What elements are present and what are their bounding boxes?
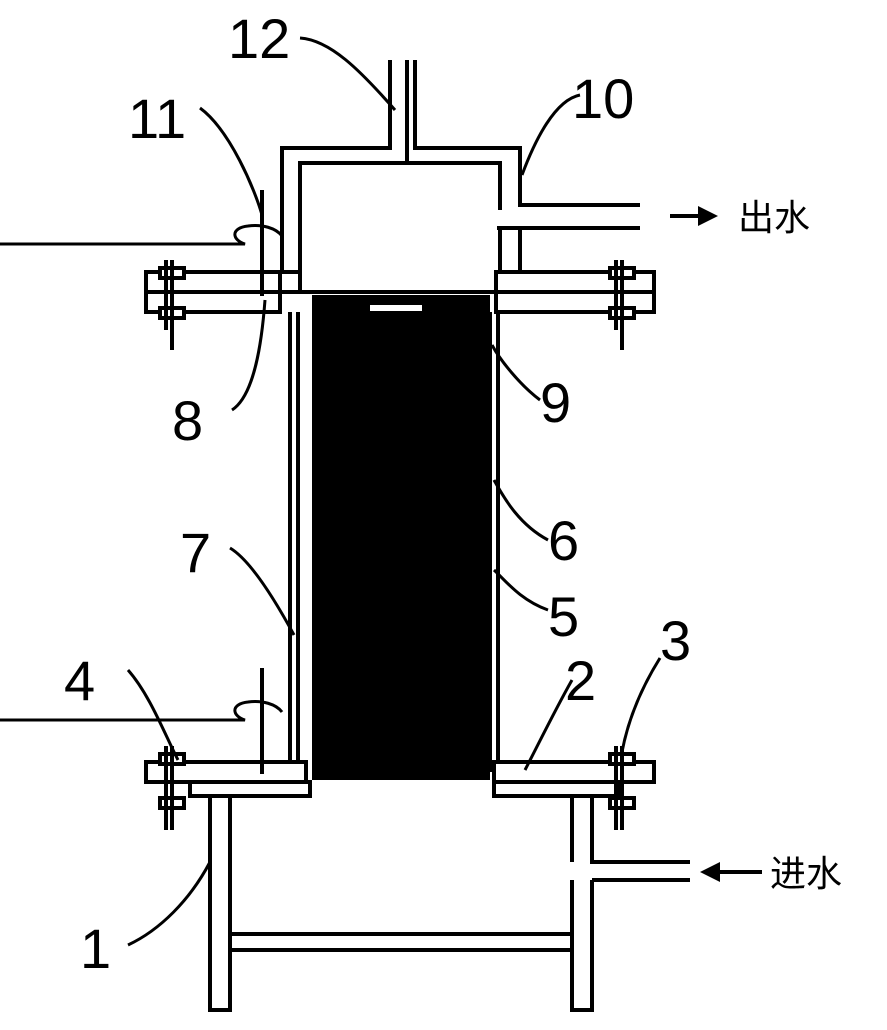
inlet-arrow-icon	[700, 862, 762, 882]
outlet-label: 出水	[738, 198, 810, 239]
label-11: 11	[128, 87, 186, 150]
inlet-label: 进水	[770, 854, 842, 895]
base-stand	[208, 796, 690, 1012]
bolt-lower-left	[158, 746, 186, 830]
upper-flange	[144, 270, 656, 314]
label-10: 10	[572, 67, 634, 130]
label-5: 5	[548, 585, 579, 648]
outlet-arrow-icon	[670, 206, 718, 226]
packing-material	[312, 295, 490, 780]
label-7: 7	[180, 521, 211, 584]
lower-sampling-probe	[0, 668, 284, 774]
label-4: 4	[64, 649, 95, 712]
label-3: 3	[660, 609, 691, 672]
bolt-upper-right	[608, 260, 636, 350]
label-12: 12	[228, 7, 290, 70]
label-6: 6	[548, 509, 579, 572]
label-8: 8	[172, 389, 203, 452]
label-2: 2	[565, 649, 596, 712]
label-1: 1	[80, 917, 111, 980]
upper-sampling-probe	[0, 190, 284, 296]
leader-lines	[126, 36, 662, 947]
label-9: 9	[540, 371, 571, 434]
bolt-lower-right	[608, 746, 636, 830]
top-mesh-mark	[370, 305, 422, 311]
bolt-upper-left	[158, 260, 186, 350]
